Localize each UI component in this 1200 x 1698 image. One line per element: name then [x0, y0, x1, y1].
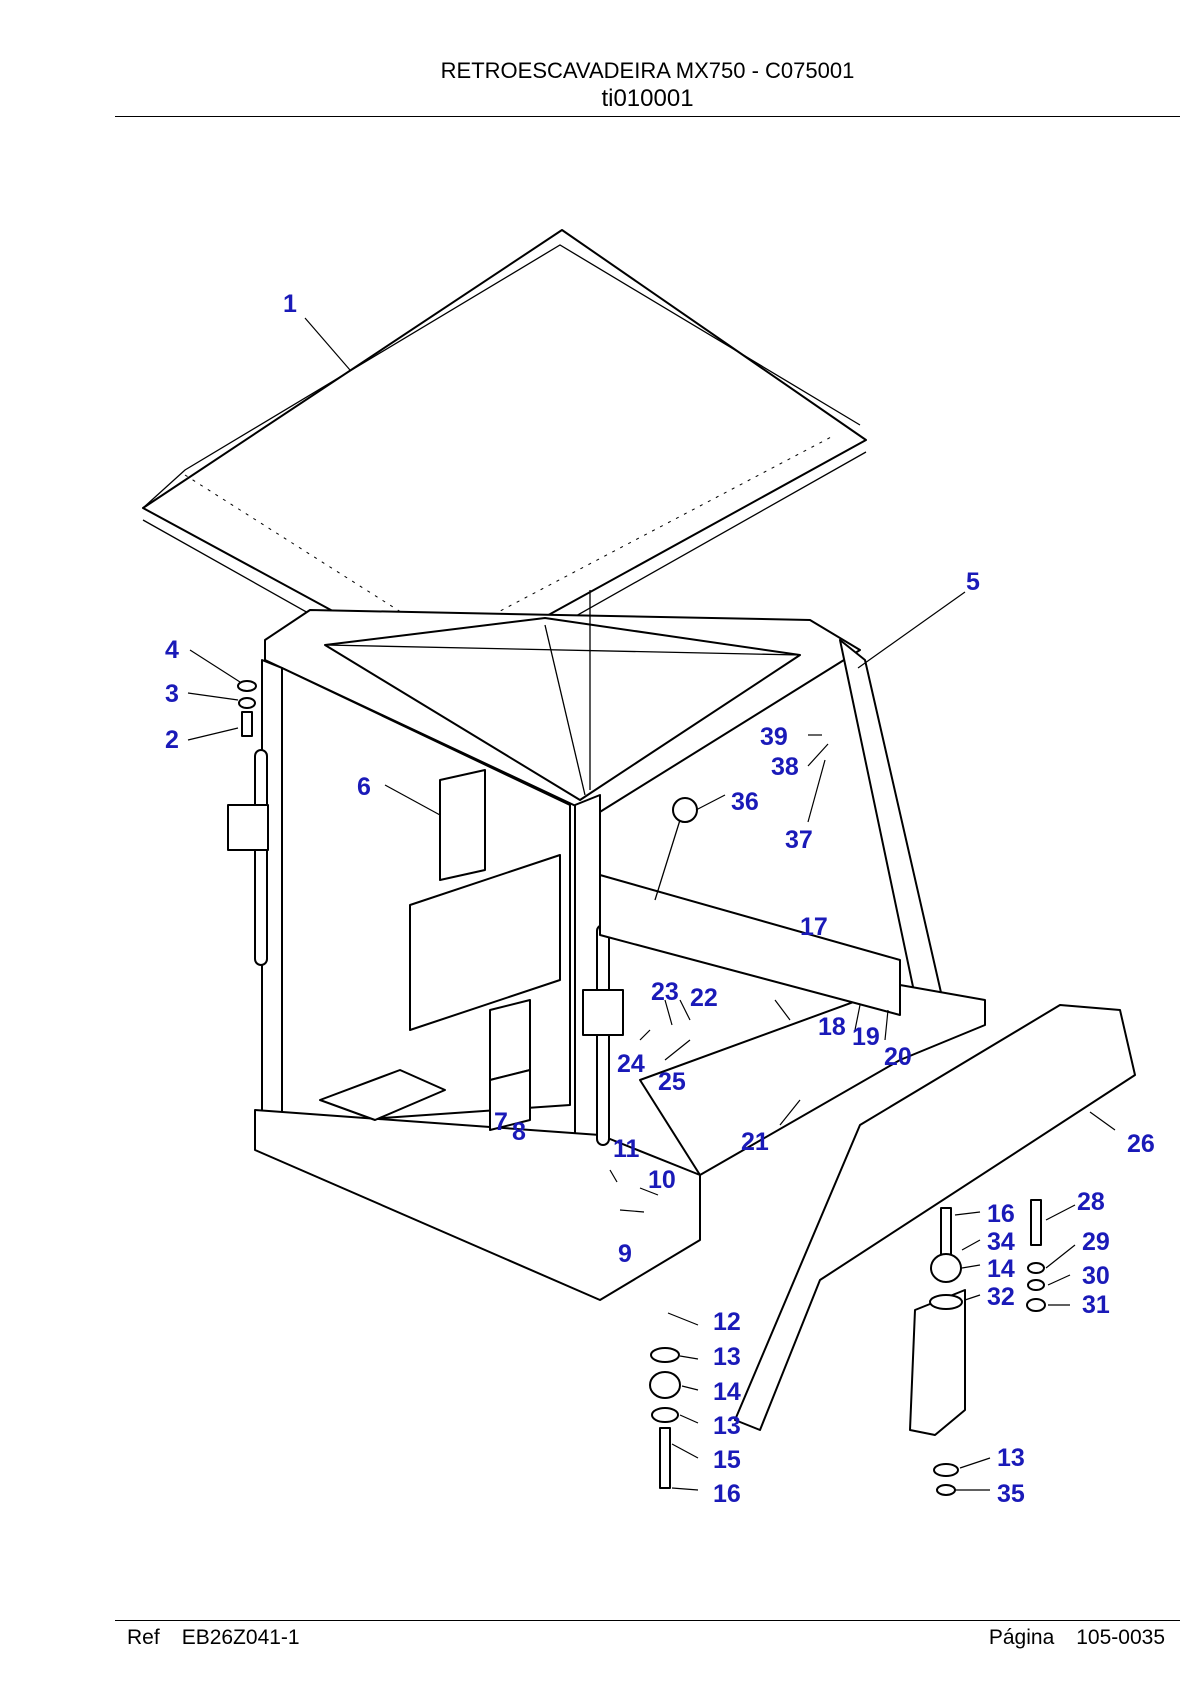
callout-2: 2 [165, 726, 179, 754]
callout-29: 29 [1082, 1228, 1110, 1256]
footer-rule [115, 1620, 1180, 1621]
callout-6: 6 [357, 773, 371, 801]
callout-34: 34 [987, 1228, 1015, 1256]
footer-ref: Ref EB26Z041-1 [127, 1626, 300, 1650]
callout-22: 22 [690, 984, 718, 1012]
footer-page: Página 105-0035 [989, 1626, 1165, 1650]
callout-23: 23 [651, 978, 679, 1006]
callout-24: 24 [617, 1050, 645, 1078]
callout-14b: 14 [987, 1255, 1015, 1283]
callout-28: 28 [1077, 1188, 1105, 1216]
callout-5: 5 [966, 568, 980, 596]
callout-1: 1 [283, 290, 297, 318]
header-rule [115, 116, 1180, 117]
callout-8: 8 [512, 1118, 526, 1146]
leader-lines [187, 317, 1116, 1491]
callout-19: 19 [852, 1023, 880, 1051]
page-label: Página [988, 1626, 1055, 1649]
callout-4: 4 [165, 636, 179, 664]
callout-16b: 16 [987, 1200, 1015, 1228]
callout-20: 20 [884, 1043, 912, 1071]
callout-13a: 13 [713, 1343, 741, 1371]
callout-35: 35 [997, 1480, 1025, 1508]
ref-value: EB26Z041-1 [181, 1626, 300, 1649]
callout-3: 3 [165, 680, 179, 708]
callout-18: 18 [818, 1013, 846, 1041]
cab-frame [227, 590, 1136, 1496]
callout-25: 25 [658, 1068, 686, 1096]
callout-13b: 13 [713, 1412, 741, 1440]
callout-21: 21 [741, 1128, 769, 1156]
callout-31: 31 [1082, 1291, 1110, 1319]
callout-labels: 1 2 3 4 5 6 7 8 9 10 11 12 13 14 13 15 1… [165, 290, 1155, 1508]
page-header: RETROESCAVADEIRA MX750 - C075001 ti01000… [115, 58, 1180, 114]
callout-13c: 13 [997, 1444, 1025, 1472]
callout-37: 37 [785, 826, 813, 854]
document-code: ti010001 [601, 85, 694, 112]
callout-10: 10 [648, 1166, 676, 1194]
callout-7: 7 [494, 1108, 508, 1136]
callout-15: 15 [713, 1446, 741, 1474]
callout-36: 36 [731, 788, 759, 816]
page-value: 105-0035 [1076, 1626, 1165, 1649]
callout-38: 38 [771, 753, 799, 781]
callout-32: 32 [987, 1283, 1015, 1311]
callout-12: 12 [713, 1308, 741, 1336]
callout-17: 17 [800, 913, 828, 941]
ref-label: Ref [127, 1626, 160, 1649]
document-title: RETROESCAVADEIRA MX750 - C075001 [440, 58, 855, 83]
callout-39: 39 [760, 723, 788, 751]
callout-30: 30 [1082, 1262, 1110, 1290]
callout-26: 26 [1127, 1130, 1155, 1158]
callout-11: 11 [613, 1135, 640, 1163]
callout-16a: 16 [713, 1480, 741, 1508]
callout-14a: 14 [713, 1378, 741, 1406]
callout-9: 9 [618, 1240, 632, 1268]
